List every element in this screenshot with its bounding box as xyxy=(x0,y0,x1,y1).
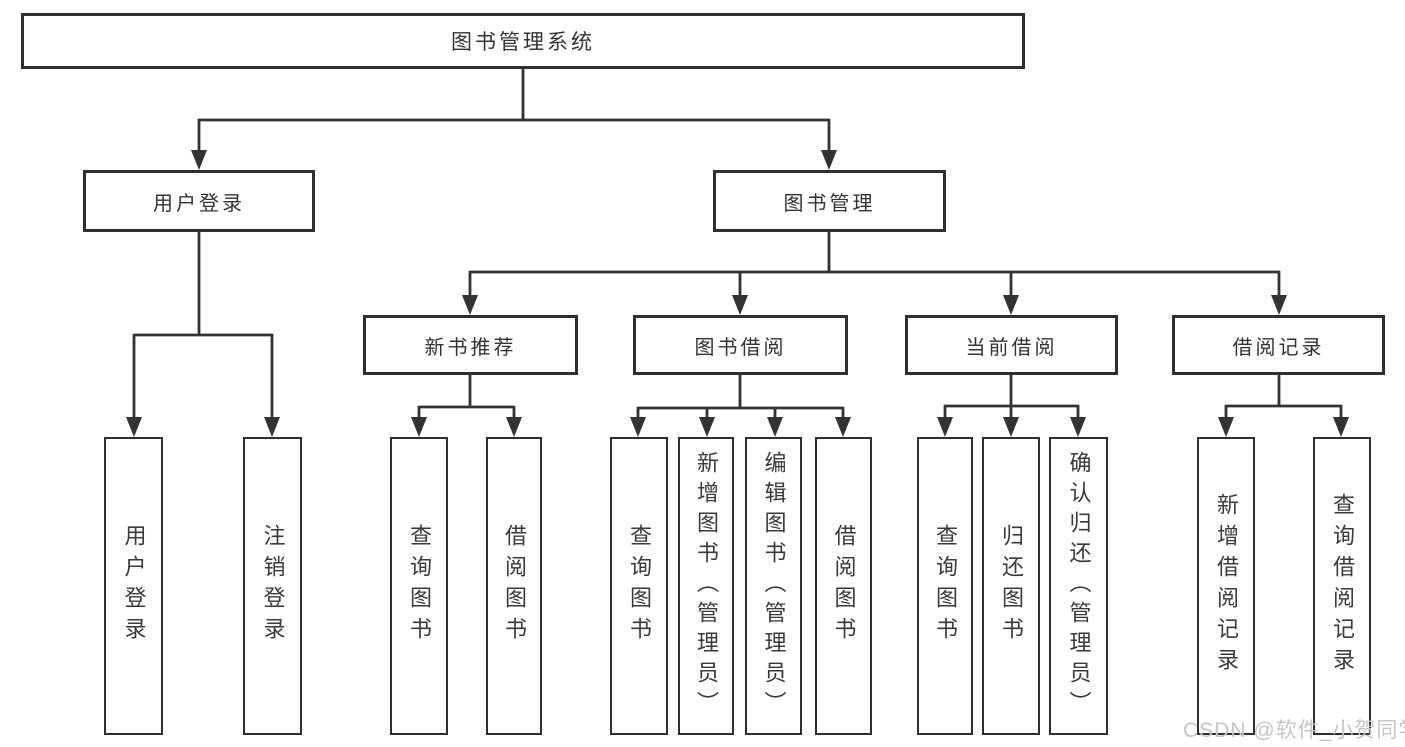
leaf-borrow-books-2: 借阅图书 xyxy=(815,437,872,735)
leaf-query-books-borrow: 查询图书 xyxy=(610,437,668,735)
node-book-management-label: 图书管理 xyxy=(783,192,876,215)
leaf-user-login-label: 用户登录 xyxy=(121,524,147,648)
connector-user-login-split xyxy=(126,231,280,437)
connector-book-management-split xyxy=(462,231,1287,315)
node-new-book-recommend-label: 新书推荐 xyxy=(424,336,517,359)
leaf-add-book-admin: 新增图书（管理员） xyxy=(678,437,734,735)
leaf-return-book: 归还图书 xyxy=(982,437,1040,735)
leaf-query-books-current: 查询图书 xyxy=(917,437,973,735)
connector-book-borrow-split xyxy=(630,374,851,437)
node-book-management-system-label: 图书管理系统 xyxy=(451,31,595,54)
leaf-add-book-admin-label: 新增图书（管理员） xyxy=(694,451,719,721)
leaf-logout: 注销登录 xyxy=(243,437,302,735)
node-new-book-recommend: 新书推荐 xyxy=(363,315,578,375)
csdn-watermark: CSDN @软件_小贺同学 xyxy=(1183,719,1405,742)
node-borrow-records: 借阅记录 xyxy=(1172,315,1385,375)
leaf-edit-book-admin: 编辑图书（管理员） xyxy=(745,437,802,735)
leaf-query-books-borrow-label: 查询图书 xyxy=(627,524,652,648)
leaf-borrow-books-recommend: 借阅图书 xyxy=(486,437,542,735)
leaf-query-books-recommend: 查询图书 xyxy=(390,437,448,735)
node-book-management: 图书管理 xyxy=(713,170,946,232)
leaf-logout-label: 注销登录 xyxy=(260,524,286,648)
leaf-add-borrow-record-label: 新增借阅记录 xyxy=(1214,493,1239,679)
leaf-confirm-return-admin-label: 确认归还（管理员） xyxy=(1066,451,1092,721)
leaf-add-borrow-record: 新增借阅记录 xyxy=(1197,437,1255,735)
connector-borrow-records-split xyxy=(1218,374,1349,437)
connector-new-book-split xyxy=(411,374,522,437)
connector-root-split xyxy=(191,67,837,170)
node-current-borrow: 当前借阅 xyxy=(905,315,1118,375)
node-user-login-label: 用户登录 xyxy=(153,192,245,215)
leaf-confirm-return-admin: 确认归还（管理员） xyxy=(1049,437,1108,735)
leaf-borrow-books-recommend-label: 借阅图书 xyxy=(502,524,527,648)
node-book-borrow: 图书借阅 xyxy=(633,315,848,375)
leaf-return-book-label: 归还图书 xyxy=(999,524,1024,648)
leaf-query-borrow-record-label: 查询借阅记录 xyxy=(1330,493,1355,679)
node-book-borrow-label: 图书借阅 xyxy=(694,336,787,359)
node-borrow-records-label: 借阅记录 xyxy=(1232,336,1325,359)
leaf-borrow-books-2-label: 借阅图书 xyxy=(831,524,857,648)
leaf-query-books-current-label: 查询图书 xyxy=(933,524,958,648)
connector-current-borrow-split xyxy=(937,374,1086,437)
leaf-query-borrow-record: 查询借阅记录 xyxy=(1313,437,1371,735)
leaf-edit-book-admin-label: 编辑图书（管理员） xyxy=(761,451,787,721)
leaf-query-books-recommend-label: 查询图书 xyxy=(407,524,432,648)
node-book-management-system: 图书管理系统 xyxy=(21,13,1025,69)
leaf-user-login: 用户登录 xyxy=(104,437,163,735)
node-current-borrow-label: 当前借阅 xyxy=(965,336,1058,359)
node-user-login: 用户登录 xyxy=(83,170,315,232)
